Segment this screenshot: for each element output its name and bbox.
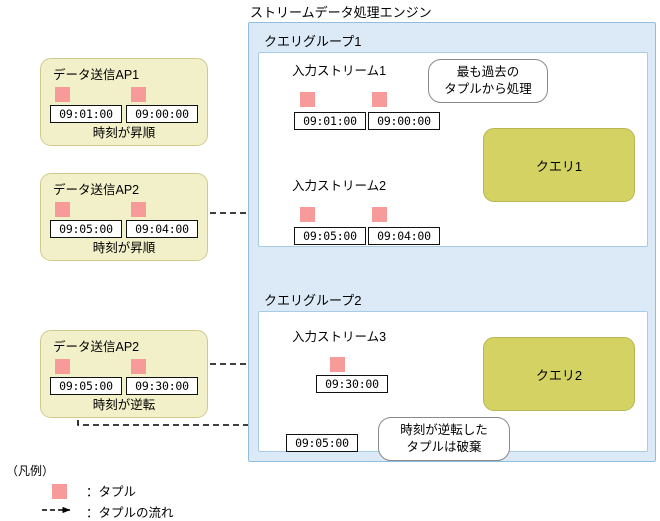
legend-flow-label: ：タプルの流れ [86, 506, 174, 520]
tuple-marker [300, 92, 315, 107]
query-2-label: クエリ2 [535, 367, 583, 383]
callout-discard-line2: タプルは破棄 [406, 440, 482, 454]
input-stream-3-label: 入力ストリーム3 [292, 330, 387, 344]
query-2-box: クエリ2 [483, 337, 635, 411]
input-stream-2-label: 入力ストリーム2 [292, 179, 387, 193]
legend-tuple-label: ：タプル [86, 485, 137, 499]
tuple-marker [300, 207, 315, 222]
timestamp-chip: 09:00:00 [126, 105, 198, 123]
engine-title: ストリームデータ処理エンジン [250, 5, 432, 20]
input-stream-1-label: 入力ストリーム1 [292, 64, 387, 78]
timestamp-chip: 09:04:00 [126, 220, 198, 238]
timestamp-chip: 09:01:00 [50, 105, 122, 123]
timestamp-chip: 09:04:00 [368, 227, 440, 245]
tuple-marker [330, 357, 345, 372]
data-sender-ap1-box: データ送信AP1 09:01:00 09:00:00 時刻が昇順 [40, 58, 208, 146]
callout-oldest-line2: タプルから処理 [444, 82, 532, 96]
legend-title: （凡例） [6, 464, 55, 478]
query-group-1-label: クエリグループ1 [264, 34, 362, 49]
data-sender-ap2-box: データ送信AP2 09:05:00 09:04:00 時刻が昇順 [40, 173, 208, 261]
timestamp-chip: 09:01:00 [294, 112, 366, 130]
tuple-marker [131, 87, 146, 102]
tuple-marker [55, 359, 70, 374]
tuple-marker [131, 359, 146, 374]
data-sender-ap2-reversed-title: データ送信AP2 [53, 340, 140, 354]
timestamp-chip: 09:05:00 [294, 227, 366, 245]
timestamp-chip: 09:30:00 [126, 377, 198, 395]
tuple-marker [131, 202, 146, 217]
callout-oldest-tuple: 最も過去の タプルから処理 [428, 59, 548, 103]
timestamp-chip: 09:30:00 [316, 375, 388, 393]
data-sender-ap1-note: 時刻が昇順 [92, 126, 156, 140]
callout-discard-line1: 時刻が逆転した [400, 423, 488, 437]
timestamp-chip: 09:05:00 [50, 220, 122, 238]
query-1-label: クエリ1 [535, 158, 583, 174]
tuple-marker [55, 202, 70, 217]
callout-oldest-line1: 最も過去の [456, 65, 520, 79]
timestamp-chip: 09:05:00 [50, 377, 122, 395]
query-1-box: クエリ1 [483, 128, 635, 202]
legend-tuple-swatch [52, 484, 67, 499]
data-sender-ap2-reversed-note: 時刻が逆転 [92, 398, 156, 412]
data-sender-ap2-note: 時刻が昇順 [92, 241, 156, 255]
discarded-timestamp-chip: 09:05:00 [286, 434, 358, 452]
query-group-2-label: クエリグループ2 [264, 293, 362, 308]
tuple-marker [372, 92, 387, 107]
tuple-marker [372, 207, 387, 222]
tuple-marker [55, 87, 70, 102]
timestamp-chip: 09:00:00 [368, 112, 440, 130]
data-sender-ap1-title: データ送信AP1 [53, 68, 140, 82]
data-sender-ap2-title: データ送信AP2 [53, 183, 140, 197]
callout-discard-tuple: 時刻が逆転した タプルは破棄 [378, 417, 510, 461]
data-sender-ap2-reversed-box: データ送信AP2 09:05:00 09:30:00 時刻が逆転 [40, 330, 208, 418]
